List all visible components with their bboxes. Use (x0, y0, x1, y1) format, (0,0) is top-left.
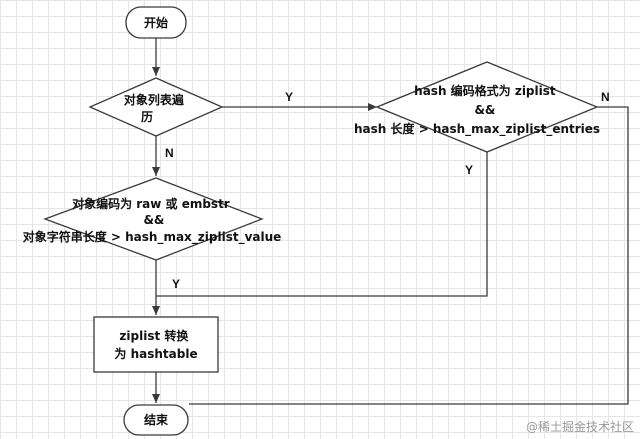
end-node-label: 结束 (144, 412, 169, 427)
edge-hash-yes-to-merge (156, 152, 488, 297)
edges (152, 38, 629, 405)
start-node: 开始 (125, 6, 187, 39)
edge-label-hash-yes: Y (465, 163, 473, 177)
edge-label-loop-yes: Y (285, 90, 293, 104)
object-encoding-decision-label: 对象编码为 raw 或 embstr && 对象字符串长度 > hash_max… (23, 196, 282, 245)
edge-hash-no-to-end (189, 106, 629, 405)
convert-process-node: ziplist 转换 为 hashtable (93, 316, 219, 373)
edge-label-object-yes: Y (172, 277, 180, 291)
loop-decision-node: 对象列表遍 历 (88, 77, 224, 137)
edge-label-hash-no: N (601, 90, 610, 104)
loop-decision-label: 对象列表遍 历 (124, 92, 188, 124)
hash-encoding-decision-node: hash 编码格式为 ziplist && hash 长度 > hash_max… (354, 61, 600, 153)
edge-label-loop-no: N (165, 146, 174, 160)
start-node-label: 开始 (144, 15, 168, 30)
convert-process-label: ziplist 转换 为 hashtable (114, 328, 197, 361)
object-encoding-decision-node: 对象编码为 raw 或 embstr && 对象字符串长度 > hash_max… (23, 177, 282, 261)
hash-encoding-decision-label: hash 编码格式为 ziplist && hash 长度 > hash_max… (354, 83, 600, 137)
end-node: 结束 (123, 404, 189, 436)
watermark: @稀土掘金技术社区 (525, 420, 634, 434)
edge-labels: Y N N Y Y (165, 90, 610, 291)
